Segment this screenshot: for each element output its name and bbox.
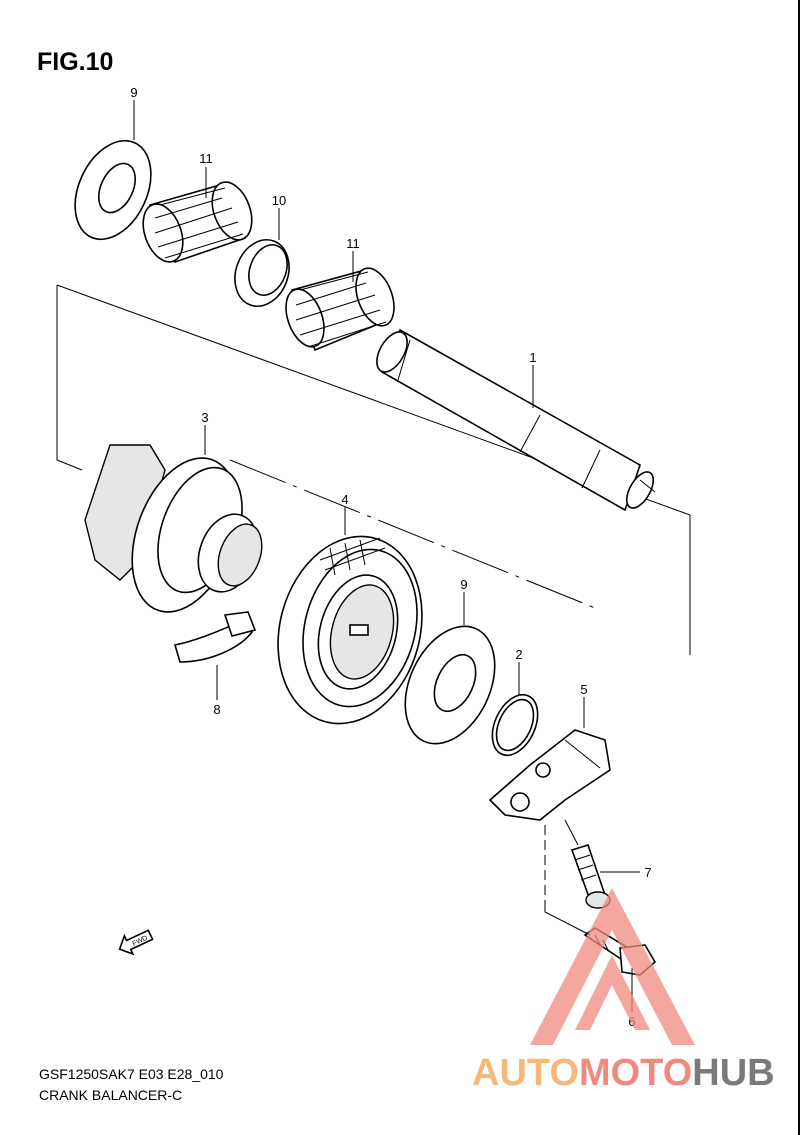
callout-11-mid: 11 — [346, 236, 360, 251]
part-9-thrust-washer-top — [74, 139, 152, 241]
callout-2: 2 — [515, 647, 522, 662]
part-1-balancer-shaft — [376, 328, 656, 512]
callout-10: 10 — [272, 193, 286, 208]
part-11-needle-bearing-top — [142, 181, 253, 263]
watermark-triangle-icon — [530, 888, 695, 1045]
callout-8: 8 — [213, 702, 220, 717]
part-4-balancer-gear — [277, 535, 423, 725]
centerline — [229, 459, 601, 611]
assembly-frame — [56, 285, 83, 471]
diagram-name: CRANK BALANCER-C — [39, 1087, 183, 1103]
part-2-o-ring — [491, 693, 539, 757]
watermark-moto: MOTO — [578, 1052, 693, 1094]
part-9-thrust-washer-lower — [404, 625, 496, 745]
watermark-auto: AUTO — [472, 1052, 579, 1094]
callout-9-top: 9 — [130, 85, 137, 100]
part-8-damper — [173, 611, 257, 663]
figure-title: FIG.10 — [37, 48, 114, 76]
callout-4: 4 — [341, 492, 348, 507]
callout-5: 5 — [580, 682, 587, 697]
callout-1: 1 — [529, 350, 536, 365]
diagram-code: GSF1250SAK7 E03 E28_010 — [39, 1066, 224, 1082]
watermark-hub: HUB — [692, 1052, 775, 1094]
callout-9-lower: 9 — [460, 577, 467, 592]
part-3-balancer-weight — [84, 444, 263, 613]
watermark-logo-text: AUTOMOTOHUB — [472, 1052, 775, 1095]
callout-7: 7 — [644, 865, 651, 880]
part-5-balancer-lever — [488, 729, 611, 821]
part-10-collar — [234, 239, 290, 307]
callout-11-top: 11 — [199, 151, 213, 166]
part-7-bolt — [570, 844, 611, 909]
fwd-arrow-icon: FWD — [118, 929, 154, 956]
callout-3: 3 — [201, 410, 208, 425]
part-11-needle-bearing-mid — [285, 267, 395, 352]
